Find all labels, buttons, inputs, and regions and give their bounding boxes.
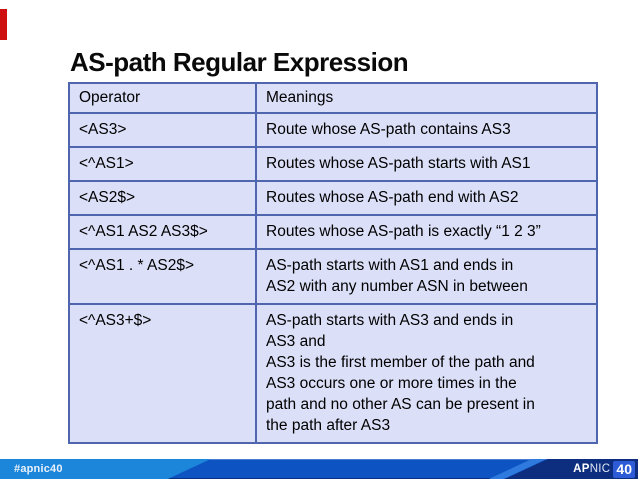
meaning-cell: AS-path starts with AS3 and ends in AS3 … bbox=[255, 303, 598, 444]
apnic-40-number-badge: 40 bbox=[613, 460, 635, 478]
apnic-40-logo: APNIC 40 bbox=[573, 459, 635, 479]
table-header-row: Operator Meanings bbox=[68, 82, 598, 114]
apnic-wordmark-nic: NIC bbox=[589, 463, 611, 475]
apnic-wordmark-ap: AP bbox=[573, 463, 590, 475]
table-row: <^AS3+$> AS-path starts with AS3 and end… bbox=[68, 303, 598, 444]
meaning-cell: Routes whose AS-path is exactly “1 2 3” bbox=[255, 214, 598, 250]
apnic-wordmark: APNIC bbox=[573, 463, 610, 475]
table-row: <^AS1 . * AS2$> AS-path starts with AS1 … bbox=[68, 248, 598, 305]
operator-cell: <^AS3+$> bbox=[68, 303, 257, 444]
operator-cell: <AS3> bbox=[68, 112, 257, 148]
meaning-cell: Routes whose AS-path end with AS2 bbox=[255, 180, 598, 216]
operator-cell: <AS2$> bbox=[68, 180, 257, 216]
hashtag-label: #apnic40 bbox=[14, 463, 63, 475]
footer-bar: #apnic40 APNIC 40 bbox=[0, 459, 638, 479]
table-row: <^AS1> Routes whose AS-path starts with … bbox=[68, 146, 598, 182]
meaning-cell: AS-path starts with AS1 and ends in AS2 … bbox=[255, 248, 598, 305]
column-header-operator: Operator bbox=[68, 82, 257, 114]
table-row: <^AS1 AS2 AS3$> Routes whose AS-path is … bbox=[68, 214, 598, 250]
table-row: <AS3> Route whose AS-path contains AS3 bbox=[68, 112, 598, 148]
red-accent-bar bbox=[0, 9, 7, 40]
operator-cell: <^AS1> bbox=[68, 146, 257, 182]
table-row: <AS2$> Routes whose AS-path end with AS2 bbox=[68, 180, 598, 216]
slide-title: AS-path Regular Expression bbox=[70, 47, 409, 78]
meaning-cell: Routes whose AS-path starts with AS1 bbox=[255, 146, 598, 182]
meaning-cell: Route whose AS-path contains AS3 bbox=[255, 112, 598, 148]
column-header-meanings: Meanings bbox=[255, 82, 598, 114]
operator-cell: <^AS1 AS2 AS3$> bbox=[68, 214, 257, 250]
aspath-regex-table: Operator Meanings <AS3> Route whose AS-p… bbox=[68, 82, 598, 444]
operator-cell: <^AS1 . * AS2$> bbox=[68, 248, 257, 305]
